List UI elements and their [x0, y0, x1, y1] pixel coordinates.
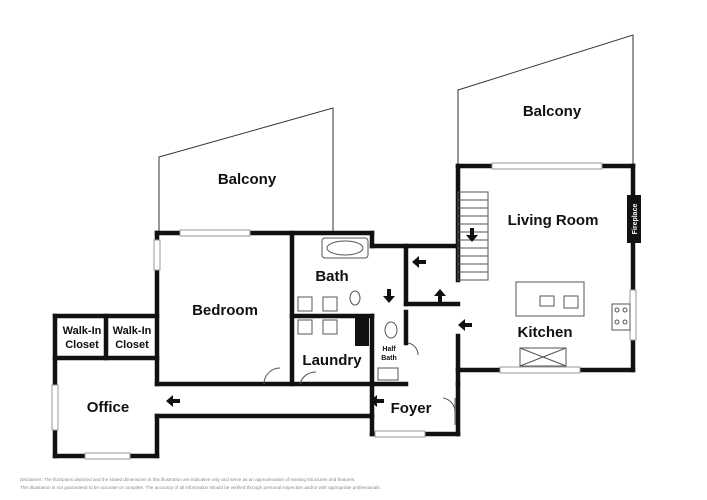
kitchen-label: Kitchen [517, 324, 572, 341]
balcony-right-outline [457, 34, 634, 166]
walls [52, 163, 636, 459]
office-label: Office [87, 399, 130, 416]
kitchen-counter [519, 347, 567, 367]
bath-label: Bath [315, 268, 348, 285]
arrow-down-icon [383, 228, 478, 303]
balcony-left-outline [158, 107, 334, 233]
arrow-left-icon [166, 256, 472, 407]
walk-in-closet-1-label-line1: Walk-In [63, 325, 102, 337]
stove-icon [611, 303, 631, 331]
stairs [457, 191, 489, 281]
kitchen-island [515, 281, 585, 317]
foyer-label: Foyer [391, 400, 432, 417]
half-bath-label-line2: Bath [381, 355, 397, 362]
walk-in-closet-2-label-line1: Walk-In [113, 325, 152, 337]
fireplace-label: Fireplace [632, 204, 639, 235]
arrow-up-icon [434, 289, 446, 303]
disclaimer-line-1: Disclaimer: The floorplans depicted and … [20, 477, 355, 482]
fireplace-block [627, 195, 641, 243]
sink-icon [297, 296, 399, 381]
bathtub-icon [321, 237, 369, 259]
half-bath-label-line1: Half [382, 346, 396, 353]
walk-in-closet-2-label-line2: Closet [115, 339, 149, 351]
laundry-label: Laundry [302, 352, 362, 369]
living-room-label: Living Room [508, 212, 599, 229]
windows [51, 162, 637, 460]
disclaimer-line-2: This illustration is not guaranteed to b… [20, 485, 381, 490]
walk-in-closet-1-label-line2: Closet [65, 339, 99, 351]
toilet-icon [349, 290, 398, 339]
balcony-left-label: Balcony [218, 171, 277, 188]
balcony-right-label: Balcony [523, 103, 582, 120]
washer-block [355, 318, 369, 346]
door-swing-icon [263, 342, 456, 425]
bedroom-label: Bedroom [192, 302, 258, 319]
